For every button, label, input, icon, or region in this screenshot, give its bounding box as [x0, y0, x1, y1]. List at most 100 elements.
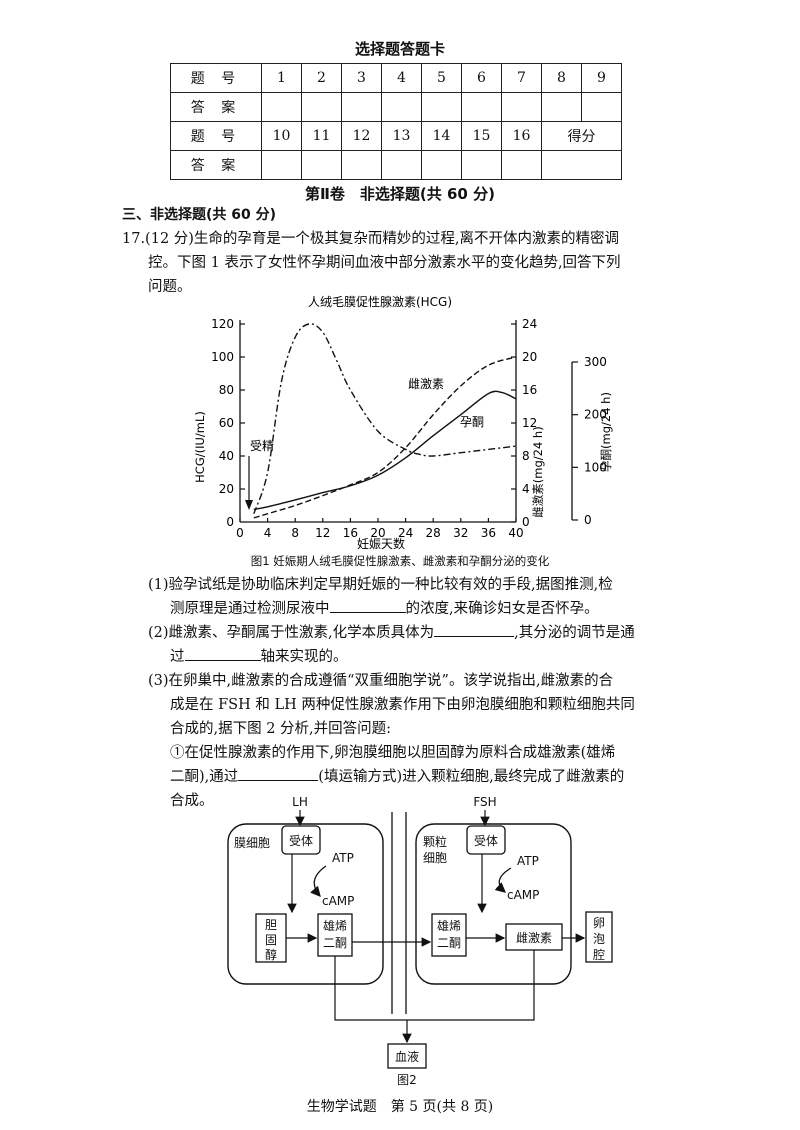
- answer-cell[interactable]: [421, 150, 462, 180]
- score-cell[interactable]: [541, 150, 622, 180]
- answer-cell[interactable]: [381, 150, 422, 180]
- question-number: 13: [381, 121, 422, 151]
- question-number: 10: [261, 121, 302, 151]
- q2-answer-blank-2[interactable]: [184, 646, 261, 661]
- y-tick-label-right1: 12: [522, 416, 537, 430]
- cholesterol-label: 胆: [265, 918, 277, 932]
- theca-cell-label: 膜细胞: [234, 836, 270, 850]
- y-tick-label-left: 0: [226, 515, 234, 529]
- x-tick-label: 16: [343, 526, 358, 540]
- hcg-series-line: [253, 323, 517, 514]
- q3-text-a: 二酮),通过: [170, 769, 239, 785]
- androstenedione-label: 雄烯: [437, 918, 461, 933]
- question-number: 12: [341, 121, 382, 151]
- atp-label-theca: ATP: [332, 851, 354, 865]
- lh-label: LH: [292, 795, 308, 809]
- answer-cell[interactable]: [341, 92, 382, 122]
- number-row-1: 题 号 1 2 3 4 5 6 7 8 9: [170, 63, 622, 93]
- granulosa-receptor: [466, 825, 506, 855]
- answer-cell[interactable]: [541, 92, 582, 122]
- x-tick-label: 20: [370, 526, 385, 540]
- figure1-caption: 图1 妊娠期人绒毛膜促性腺激素、雌激素和孕酮分泌的变化: [250, 554, 550, 568]
- q3-line3: 合成的,据下图 2 分析,并回答问题:: [170, 721, 392, 737]
- y-tick-label-right1: 8: [522, 449, 530, 463]
- estrogen-box: [505, 923, 563, 951]
- y-tick-label-left: 80: [219, 383, 234, 397]
- q1-text-a: 测原理是通过检测尿液中: [170, 601, 330, 617]
- answer-label: 答 案: [170, 92, 262, 122]
- y-tick-label-right2: 200: [584, 408, 607, 422]
- figure2-diagram: LH FSH 膜细胞 颗粒 细胞 受体 受体 ATP cAMP ATP cAMP…: [227, 795, 613, 1087]
- q2-text-d: 轴来实现的。: [260, 649, 348, 665]
- y-tick-label-left: 100: [211, 350, 234, 364]
- question-number: 5: [421, 63, 462, 93]
- series-label-estrogen: 雌激素: [408, 376, 444, 391]
- q1-answer-blank[interactable]: [329, 598, 406, 613]
- answer-label: 答 案: [170, 150, 262, 180]
- cholesterol-box: [255, 913, 287, 963]
- chart-title: 人绒毛膜促性腺激素(HCG): [308, 295, 452, 309]
- part2-title: 第Ⅱ卷 非选择题(共 60 分): [305, 185, 495, 203]
- fertilization-arrowhead: [245, 500, 253, 510]
- answer-cell[interactable]: [381, 92, 422, 122]
- question-number: 4: [381, 63, 422, 93]
- granulosa-cell-box: [415, 823, 572, 985]
- answer-row-2: 答 案: [170, 150, 622, 180]
- fertilization-label: 受精: [250, 439, 274, 453]
- answer-cell[interactable]: [261, 150, 302, 180]
- answer-card-title: 选择题答题卡: [354, 40, 445, 58]
- androstenedione-label: 雄烯: [323, 918, 347, 933]
- answer-cell[interactable]: [461, 150, 502, 180]
- question-number: 15: [461, 121, 502, 151]
- q2-answer-blank-1[interactable]: [434, 622, 515, 637]
- y-axis-label-right1: 雌激素(mg/24 h): [531, 426, 545, 517]
- question-number: 11: [301, 121, 342, 151]
- figure2-caption: 图2: [397, 1073, 417, 1087]
- answer-cell[interactable]: [301, 150, 342, 180]
- theca-cell-box: [227, 823, 384, 985]
- question-number: 1: [261, 63, 302, 93]
- answer-cell[interactable]: [421, 92, 462, 122]
- camp-label-theca: cAMP: [322, 894, 354, 908]
- q2-text-b: ,其分泌的调节是通: [514, 625, 635, 641]
- answer-cell[interactable]: [501, 92, 542, 122]
- x-tick-label: 12: [315, 526, 330, 540]
- answer-cell[interactable]: [501, 150, 542, 180]
- atp-label-granulosa: ATP: [517, 854, 539, 868]
- answer-cell[interactable]: [301, 92, 342, 122]
- q2-text-c: 过: [170, 649, 185, 665]
- question-number: 7: [501, 63, 542, 93]
- answer-cell[interactable]: [461, 92, 502, 122]
- x-tick-label: 32: [453, 526, 468, 540]
- number-label: 题 号: [170, 63, 262, 93]
- y-tick-label-right1: 4: [522, 482, 530, 496]
- section3-title: 三、非选择题(共 60 分): [122, 207, 277, 223]
- q3-sub1-line3: 合成。: [170, 793, 214, 809]
- answer-card-table: 题 号 1 2 3 4 5 6 7 8 9 答 案 题 号 10 11 12 1…: [170, 63, 622, 180]
- x-axis-label: 妊娠天数: [357, 536, 405, 551]
- q3-answer-blank[interactable]: [238, 766, 319, 781]
- question-number: 14: [421, 121, 462, 151]
- answer-cell[interactable]: [261, 92, 302, 122]
- cholesterol-label: 固: [265, 933, 277, 947]
- question-number: 3: [341, 63, 382, 93]
- answer-cell[interactable]: [341, 150, 382, 180]
- y-tick-label-right1: 24: [522, 317, 537, 331]
- y-tick-label-right2: 100: [584, 460, 607, 474]
- cholesterol-label: 醇: [265, 947, 277, 962]
- question-number: 6: [461, 63, 502, 93]
- q3-sub1-line2: 二酮),通过(填运输方式)进入颗粒细胞,最终完成了雌激素的: [170, 765, 624, 789]
- follicle-cavity-label: 卵: [593, 916, 605, 930]
- theca-receptor-label: 受体: [289, 834, 313, 848]
- y-axis-label-left: HCG/(IU/mL): [193, 411, 207, 483]
- q1-line2: 测原理是通过检测尿液中的浓度,来确诊妇女是否怀孕。: [170, 597, 599, 621]
- androstenedione-label: 二酮: [437, 936, 461, 950]
- answer-cell[interactable]: [581, 92, 622, 122]
- camp-label-granulosa: cAMP: [507, 888, 539, 902]
- androstenedione-box-theca: [317, 913, 353, 957]
- question-number: 16: [501, 121, 542, 151]
- number-row-2: 题 号 10 11 12 13 14 15 16 得分: [170, 121, 622, 151]
- x-tick-label: 40: [508, 526, 523, 540]
- y-tick-label-left: 120: [211, 317, 234, 331]
- y-tick-label-left: 40: [219, 449, 234, 463]
